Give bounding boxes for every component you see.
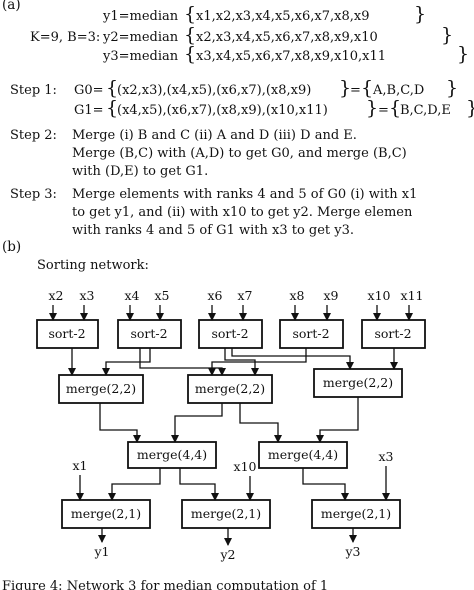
input-label: x4: [124, 288, 139, 303]
g1-set-brace-right: }: [466, 99, 474, 118]
y3-brace-right: }: [457, 43, 470, 65]
step3-line: with ranks 4 and 5 of G1 with x3 to get …: [72, 223, 355, 238]
step3-label: Step 3:: [10, 187, 57, 202]
input-label: x7: [237, 288, 252, 303]
merge21-label: merge(2,1): [191, 506, 261, 521]
merge21-box: [61, 499, 151, 529]
connector-arrow: [224, 348, 259, 376]
step3-line: Merge elements with ranks 4 and 5 of G0 …: [72, 187, 418, 202]
input-label: x3: [79, 288, 94, 303]
output-label: y2: [219, 547, 235, 562]
figure-caption: Figure 4: Network 3 for median computati…: [2, 579, 328, 590]
merge21-box: [311, 499, 401, 529]
g1-brace-left: {: [106, 97, 119, 119]
merge22-box: [58, 374, 144, 404]
y2-lhs: y2=median: [103, 30, 179, 45]
g1-lhs: G1=: [74, 103, 104, 118]
step2-line: with (D,E) to get G1.: [72, 164, 209, 179]
sort2-label: sort-2: [292, 326, 329, 341]
side-input-label: x1: [72, 458, 87, 473]
y2-args: x2,x3,x4,x5,x6,x7,x8,x9,x10: [196, 30, 378, 45]
connector-arrow: [171, 403, 223, 443]
g1-pairs: (x4,x5),(x6,x7),(x8,x9),(x10,x11): [117, 103, 328, 118]
y1-lhs: y1=median: [103, 9, 179, 24]
g0-brace-left: {: [106, 77, 119, 99]
part-a-label: (a): [2, 0, 21, 13]
sort2-label: sort-2: [130, 326, 167, 341]
connector-arrow: [302, 468, 349, 501]
sort2-box: [198, 319, 263, 349]
connector-arrow: [316, 397, 359, 443]
step1-label: Step 1:: [10, 83, 57, 98]
sort2-box: [36, 319, 99, 349]
side-input-label: x3: [378, 449, 393, 464]
y1-args: x1,x2,x3,x4,x5,x6,x7,x8,x9: [196, 9, 370, 24]
step2-line: Merge (B,C) with (A,D) to get G0, and me…: [72, 146, 407, 161]
merge44-box: [127, 441, 217, 469]
y2-brace-right: }: [441, 24, 454, 46]
g0-pairs: (x2,x3),(x4,x5),(x6,x7),(x8,x9): [117, 83, 312, 98]
g1-set-brace-left: {: [389, 97, 402, 119]
merge21-box: [181, 499, 271, 529]
input-label: x11: [401, 288, 424, 303]
connector-arrow: [102, 348, 151, 376]
y3-lhs: y3=median: [103, 49, 179, 64]
input-label: x8: [289, 288, 304, 303]
merge22-label: merge(2,2): [195, 381, 265, 396]
connector-arrow: [179, 468, 219, 501]
merge21-label: merge(2,1): [321, 506, 391, 521]
g0-set-brace-left: {: [361, 77, 374, 99]
g0-set: A,B,C,D: [373, 83, 425, 98]
y3-args: x3,x4,x5,x6,x7,x8,x9,x10,x11: [196, 49, 387, 64]
input-label: x5: [154, 288, 169, 303]
sort2-label: sort-2: [374, 326, 411, 341]
g1-set: B,C,D,E: [400, 103, 451, 118]
sort2-label: sort-2: [211, 326, 248, 341]
connector-arrow: [231, 348, 354, 370]
connector-arrow: [108, 468, 161, 501]
g0-lhs: G0=: [74, 83, 104, 98]
merge22-box: [187, 374, 273, 404]
g1-brace-right: }: [366, 97, 379, 119]
g1-eq: =: [378, 103, 389, 118]
input-label: x10: [368, 288, 391, 303]
output-label: y3: [344, 544, 360, 559]
step3-line: to get y1, and (ii) with x10 to get y2. …: [72, 205, 413, 220]
step2-line: Merge (i) B and C (ii) A and D (iii) D a…: [72, 128, 357, 143]
connector-arrow: [139, 348, 226, 376]
y1-brace-right: }: [414, 3, 427, 25]
merge44-label: merge(4,4): [268, 447, 338, 462]
network-title: Sorting network:: [37, 258, 149, 273]
merge22-label: merge(2,2): [66, 381, 136, 396]
k-b-label: K=9, B=3:: [30, 30, 101, 45]
sort2-box: [279, 319, 344, 349]
part-b-label: (b): [2, 239, 22, 255]
sort2-label: sort-2: [48, 326, 85, 341]
merge44-label: merge(4,4): [137, 447, 207, 462]
y2-brace-left: {: [184, 24, 197, 46]
output-label: y1: [93, 544, 109, 559]
g0-eq: =: [350, 83, 361, 98]
g0-set-brace-right: }: [446, 77, 459, 99]
input-label: x6: [207, 288, 222, 303]
y3-brace-left: {: [184, 43, 197, 65]
y1-brace-left: {: [184, 3, 197, 25]
step2-label: Step 2:: [10, 128, 57, 143]
merge21-label: merge(2,1): [71, 506, 141, 521]
side-input-label: x10: [234, 459, 257, 474]
input-label: x2: [48, 288, 63, 303]
merge22-label: merge(2,2): [323, 375, 393, 390]
connector-arrow: [239, 403, 282, 443]
input-label: x9: [323, 288, 338, 303]
connector-arrow: [208, 348, 307, 376]
g0-brace-right: }: [339, 77, 352, 99]
connector-arrow: [99, 403, 141, 443]
